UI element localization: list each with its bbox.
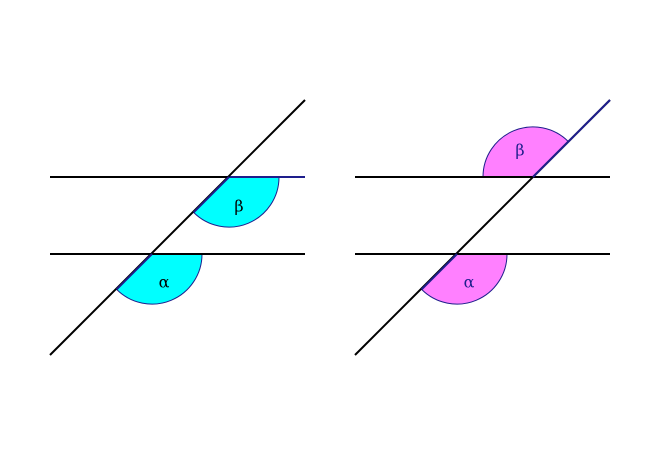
left-alpha-label: α (159, 273, 170, 292)
right-beta-sector (482, 126, 570, 178)
right-alpha-sector (420, 253, 508, 305)
left-transversal-blue-lower (115, 253, 153, 291)
left-transversal-blue-upper (192, 176, 230, 214)
left-transversal-line (49, 99, 306, 356)
left-figure: α β (49, 99, 306, 356)
right-alpha-label: α (464, 273, 475, 292)
left-beta-sector (192, 176, 280, 228)
left-beta-label: β (234, 197, 243, 216)
right-transversal-blue-lower (420, 253, 458, 291)
right-beta-label: β (515, 141, 524, 160)
left-alpha-sector (115, 253, 203, 305)
right-transversal-blue-upper (532, 99, 611, 178)
right-figure: α β (354, 99, 611, 356)
